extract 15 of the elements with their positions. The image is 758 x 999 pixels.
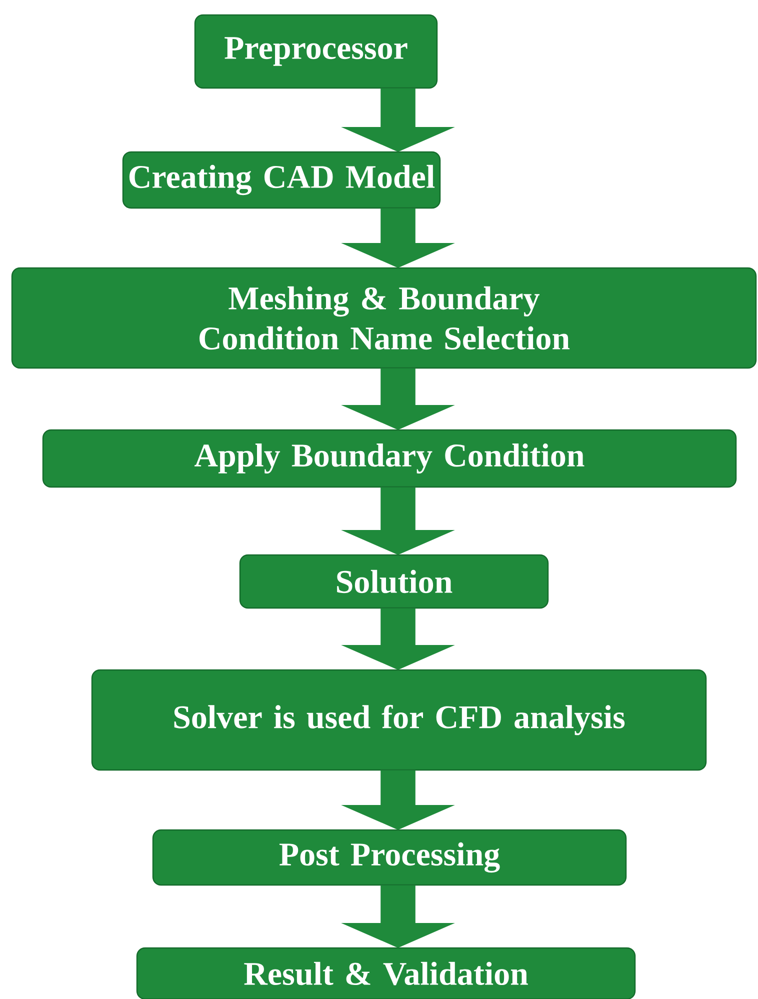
block-arrow [341,487,455,555]
block-arrow [341,885,455,948]
block-arrow [341,608,455,670]
process-box: Post Processing [152,829,627,886]
process-box: Creating CAD Model [122,151,441,209]
process-box: Preprocessor [194,14,438,89]
process-box: Meshing & Boundary Condition Name Selection [11,267,757,369]
block-arrow [341,88,455,152]
block-arrow [341,770,455,830]
block-arrow [341,368,455,430]
block-arrow [341,208,455,268]
process-box: Apply Boundary Condition [42,429,737,488]
process-box: Solver is used for CFD analysis [91,669,707,771]
process-box: Result & Validation [136,947,636,999]
process-box: Solution [239,554,549,609]
